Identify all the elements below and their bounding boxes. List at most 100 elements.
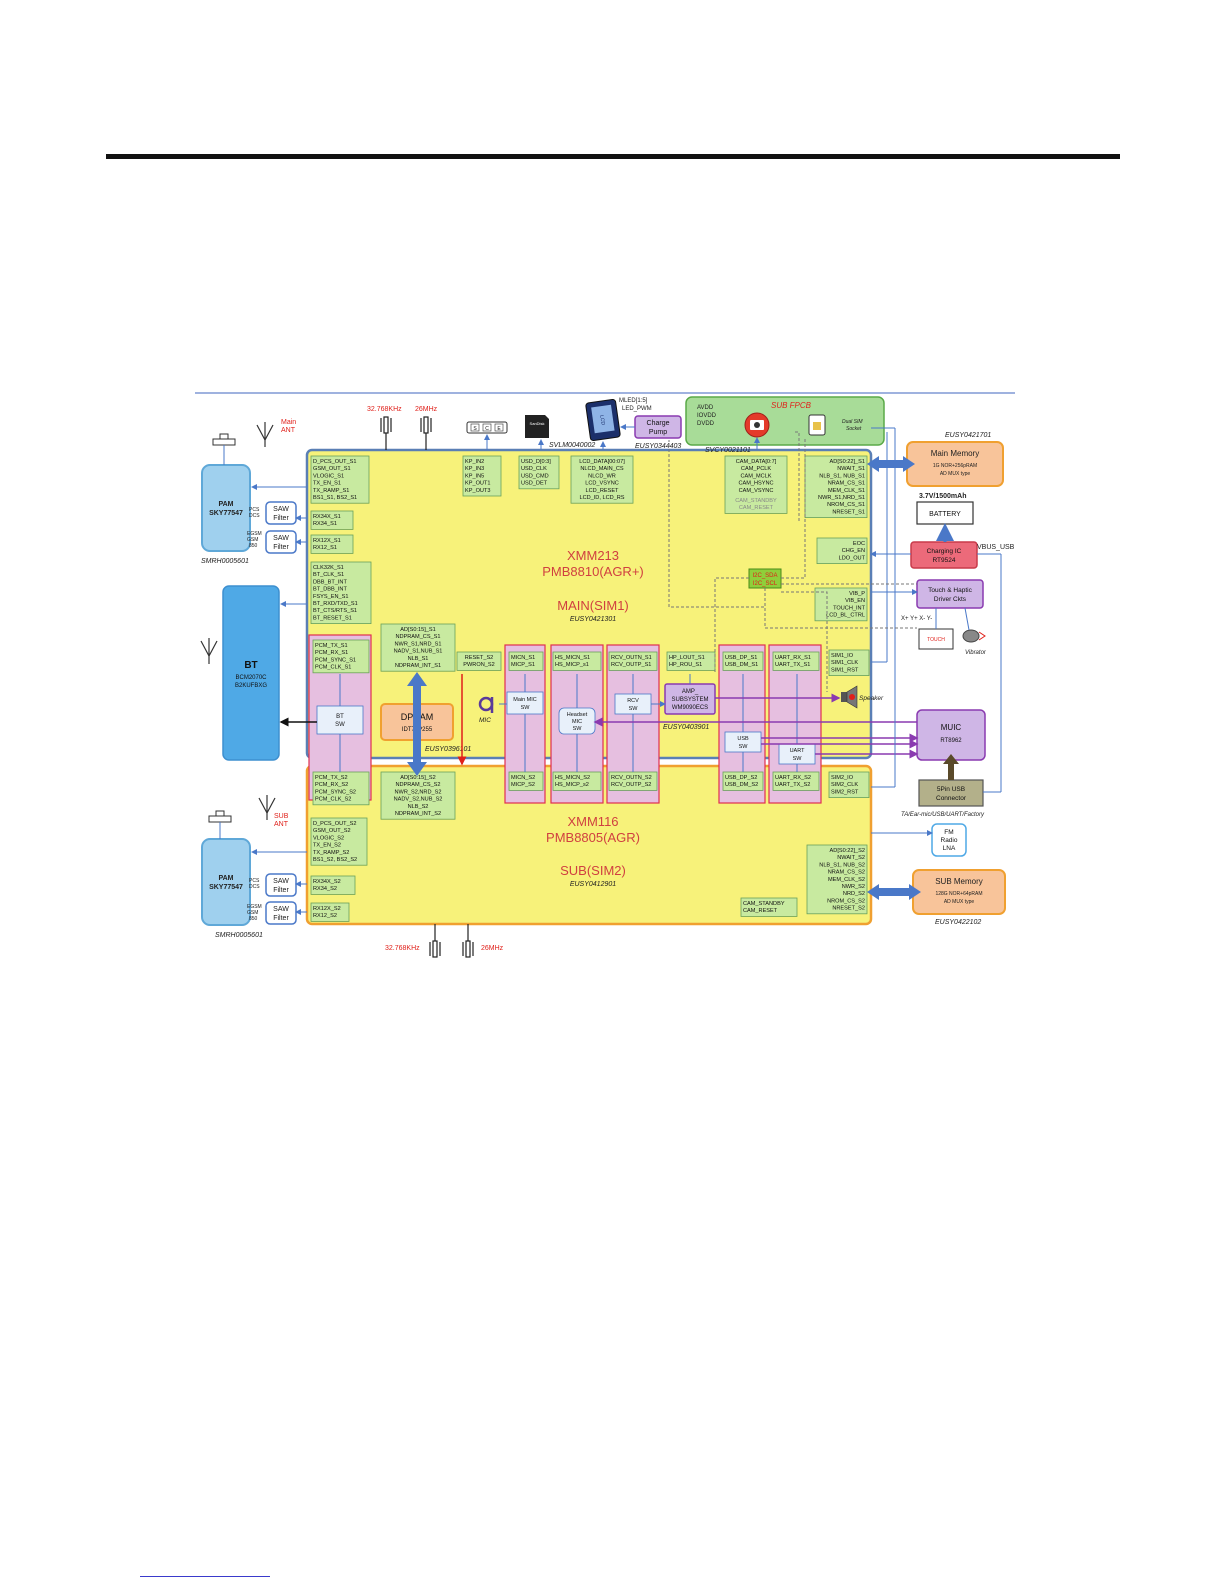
svg-text:SAW: SAW (273, 535, 289, 542)
svg-text:SW: SW (739, 744, 749, 750)
pins-main-pcm-pin-3: PCM_CLK_S1 (315, 665, 351, 671)
svg-text:Filter: Filter (273, 887, 289, 894)
svg-text:Dual SIM: Dual SIM (842, 419, 863, 425)
mled-label-1: MLED[1:5] (619, 398, 648, 404)
pins-main-cam-pin-3: CAM_HSYNC (738, 481, 773, 487)
main-memory: Main Memory 1G NOR+256pRAM AD MUX type (906, 441, 1004, 487)
pins-main-chg-pin-0: EOC (853, 541, 865, 547)
battery: BATTERY (916, 501, 974, 525)
svg-text:GSM: GSM (247, 910, 258, 916)
speaker-label: Speaker (859, 695, 884, 702)
crystal-26m-top-icon (420, 416, 432, 450)
pins-main-bt-pin-6: BT_CTS/RTS_S1 (313, 608, 357, 614)
pins-sub-sim-pin-2: SIM2_RST (831, 789, 859, 795)
svg-text:SAW: SAW (273, 506, 289, 513)
svg-text:BATTERY: BATTERY (929, 511, 961, 518)
pins-main-dpram-pin-0: AD[S0:15]_S1 (400, 627, 435, 633)
pins-sub-rf-pin-4: TX_RAMP_S2 (313, 850, 349, 856)
pins-sub-addr-pin-0: AD[S0:22]_S2 (830, 848, 865, 854)
amp-code: EUSY0403901 (663, 724, 709, 731)
usb-connector-caption: TA/Ear-mic/USB/UART/Factory (901, 812, 985, 818)
amp-subsystem: AMP_ SUBSYSTEM WM9090ECS (664, 683, 716, 715)
main-antenna-icon (256, 422, 274, 447)
pins-main-vib-pin-0: VIB_P (849, 591, 865, 597)
pins-main-mic-pin-1: MICP_S1 (511, 662, 535, 668)
pins-sub-addr-pin-6: NRD_S2 (843, 891, 865, 897)
pins-sub-mic-pin-1: MICP_S2 (511, 782, 535, 788)
svg-text:AD MUX type: AD MUX type (940, 471, 971, 477)
pins-main-usd-pin-1: USD_CLK (521, 466, 547, 472)
svg-text:128G NOR+64pRAM: 128G NOR+64pRAM (935, 891, 982, 897)
footer-link-underline (140, 1576, 270, 1577)
svg-text:BCM2070C: BCM2070C (235, 675, 267, 681)
pins-sub-addr-pin-4: MEM_CLK_S2 (828, 877, 865, 883)
pins-main-chg-pin-1: CHG_EN (842, 548, 865, 554)
sub-chip-part: PMB8805(AGR) (546, 830, 640, 845)
touch-panel-icon: TOUCH (918, 628, 954, 650)
svg-text:SKY77547: SKY77547 (209, 510, 243, 517)
pins-sub-dpram-pin-2: NWR_S2,NRD_S2 (395, 789, 442, 795)
pins-sub-rx34-pin-0: RX34X_S2 (313, 879, 341, 885)
pins-main-bt-pin-2: DBB_BT_INT (313, 579, 347, 585)
pins-main-cam-pin-1: CAM_PCLK (741, 466, 771, 472)
pins-main-lcd-pin-4: LCD_RESET (586, 488, 620, 494)
usb-switch: USB SW (724, 731, 762, 753)
pins-sub-hs-mic-pin-0: HS_MICN_S2 (555, 775, 590, 781)
pins-sub-dpram-pin-1: NDPRAM_CS_S2 (395, 782, 440, 788)
pins-sub-rf-pin-3: TX_EN_S2 (313, 843, 341, 849)
main-antenna-label-1: Main (281, 419, 296, 426)
pins-main-bt-pins: CLK32K_S1BT_CLK_S1DBB_BT_INTBT_DBB_INTFS… (310, 561, 372, 624)
connections (219, 424, 1002, 915)
svg-text:PCS: PCS (249, 878, 260, 884)
pins-main-usd-pin-2: USD_CMD (521, 473, 549, 479)
muic: MUIC RT8962 (916, 709, 986, 761)
pins-main-kp-pin-4: KP_OUT3 (465, 488, 491, 494)
pins-sub-dpram-pin-5: NDPRAM_INT_S2 (395, 811, 441, 817)
svg-text:DVDD: DVDD (697, 421, 715, 427)
svg-text:AD MUX type: AD MUX type (944, 899, 975, 905)
sim-card-icon (808, 414, 826, 436)
svg-text:SW: SW (629, 706, 639, 712)
pins-main-hs-mic-pin-0: HS_MICN_S1 (555, 655, 590, 661)
svg-text:Charge: Charge (647, 420, 670, 427)
pins-sub-uart-pin-1: UART_TX_S2 (775, 782, 810, 788)
bt-switch: BT SW (316, 705, 364, 735)
pins-main-dpram-pin-4: NLB_S1 (408, 656, 429, 662)
sub-antenna-icon (258, 795, 276, 820)
pins-main-addr-pin-1: NWAIT_S1 (837, 466, 865, 472)
pins-main-rf-pins: D_PCS_OUT_S1GSM_OUT_S1VLOGIC_S1TX_EN_S1T… (310, 455, 370, 504)
svg-text:PCS: PCS (249, 507, 260, 513)
pins-sub-rx12-pin-0: RX12X_S2 (313, 906, 341, 912)
pins-main-rf-pin-5: BS1_S1, BS2_S1 (313, 495, 357, 501)
pins-main-vib-pin-2: TOUCH_INT (833, 605, 865, 611)
sd-card-code: SVLM0040002 (549, 442, 595, 449)
uart-switch: UART SW (778, 743, 816, 765)
svg-text:MUIC: MUIC (941, 723, 962, 732)
svg-text:Charging IC: Charging IC (927, 548, 962, 555)
main-rf-connector-icon (212, 433, 236, 446)
pins-sub-uart-pin-0: UART_RX_S2 (775, 775, 811, 781)
sub-chip-name: XMM116 (567, 814, 618, 829)
svg-text:SW: SW (793, 756, 803, 762)
pins-main-addr-pin-2: NLB_S1, NUB_S1 (819, 473, 865, 479)
pins-sub-rf-pin-2: VLOGIC_S2 (313, 835, 344, 841)
svg-text:RT8962: RT8962 (940, 738, 962, 744)
svg-text:Filter: Filter (273, 544, 289, 551)
main-chip-role: MAIN(SIM1) (557, 598, 629, 613)
charge-pump-code: EUSY0344403 (635, 443, 681, 450)
pins-main-cam-grey-pin-0: CAM_STANDBY (735, 498, 777, 504)
svg-text:MIC: MIC (572, 719, 582, 725)
svg-text:PAM: PAM (218, 875, 233, 882)
pins-main-cam-grey-pin-1: CAM_RESET (739, 505, 774, 511)
svg-text:5Pin USB: 5Pin USB (937, 786, 965, 793)
svg-text:Filter: Filter (273, 515, 289, 522)
